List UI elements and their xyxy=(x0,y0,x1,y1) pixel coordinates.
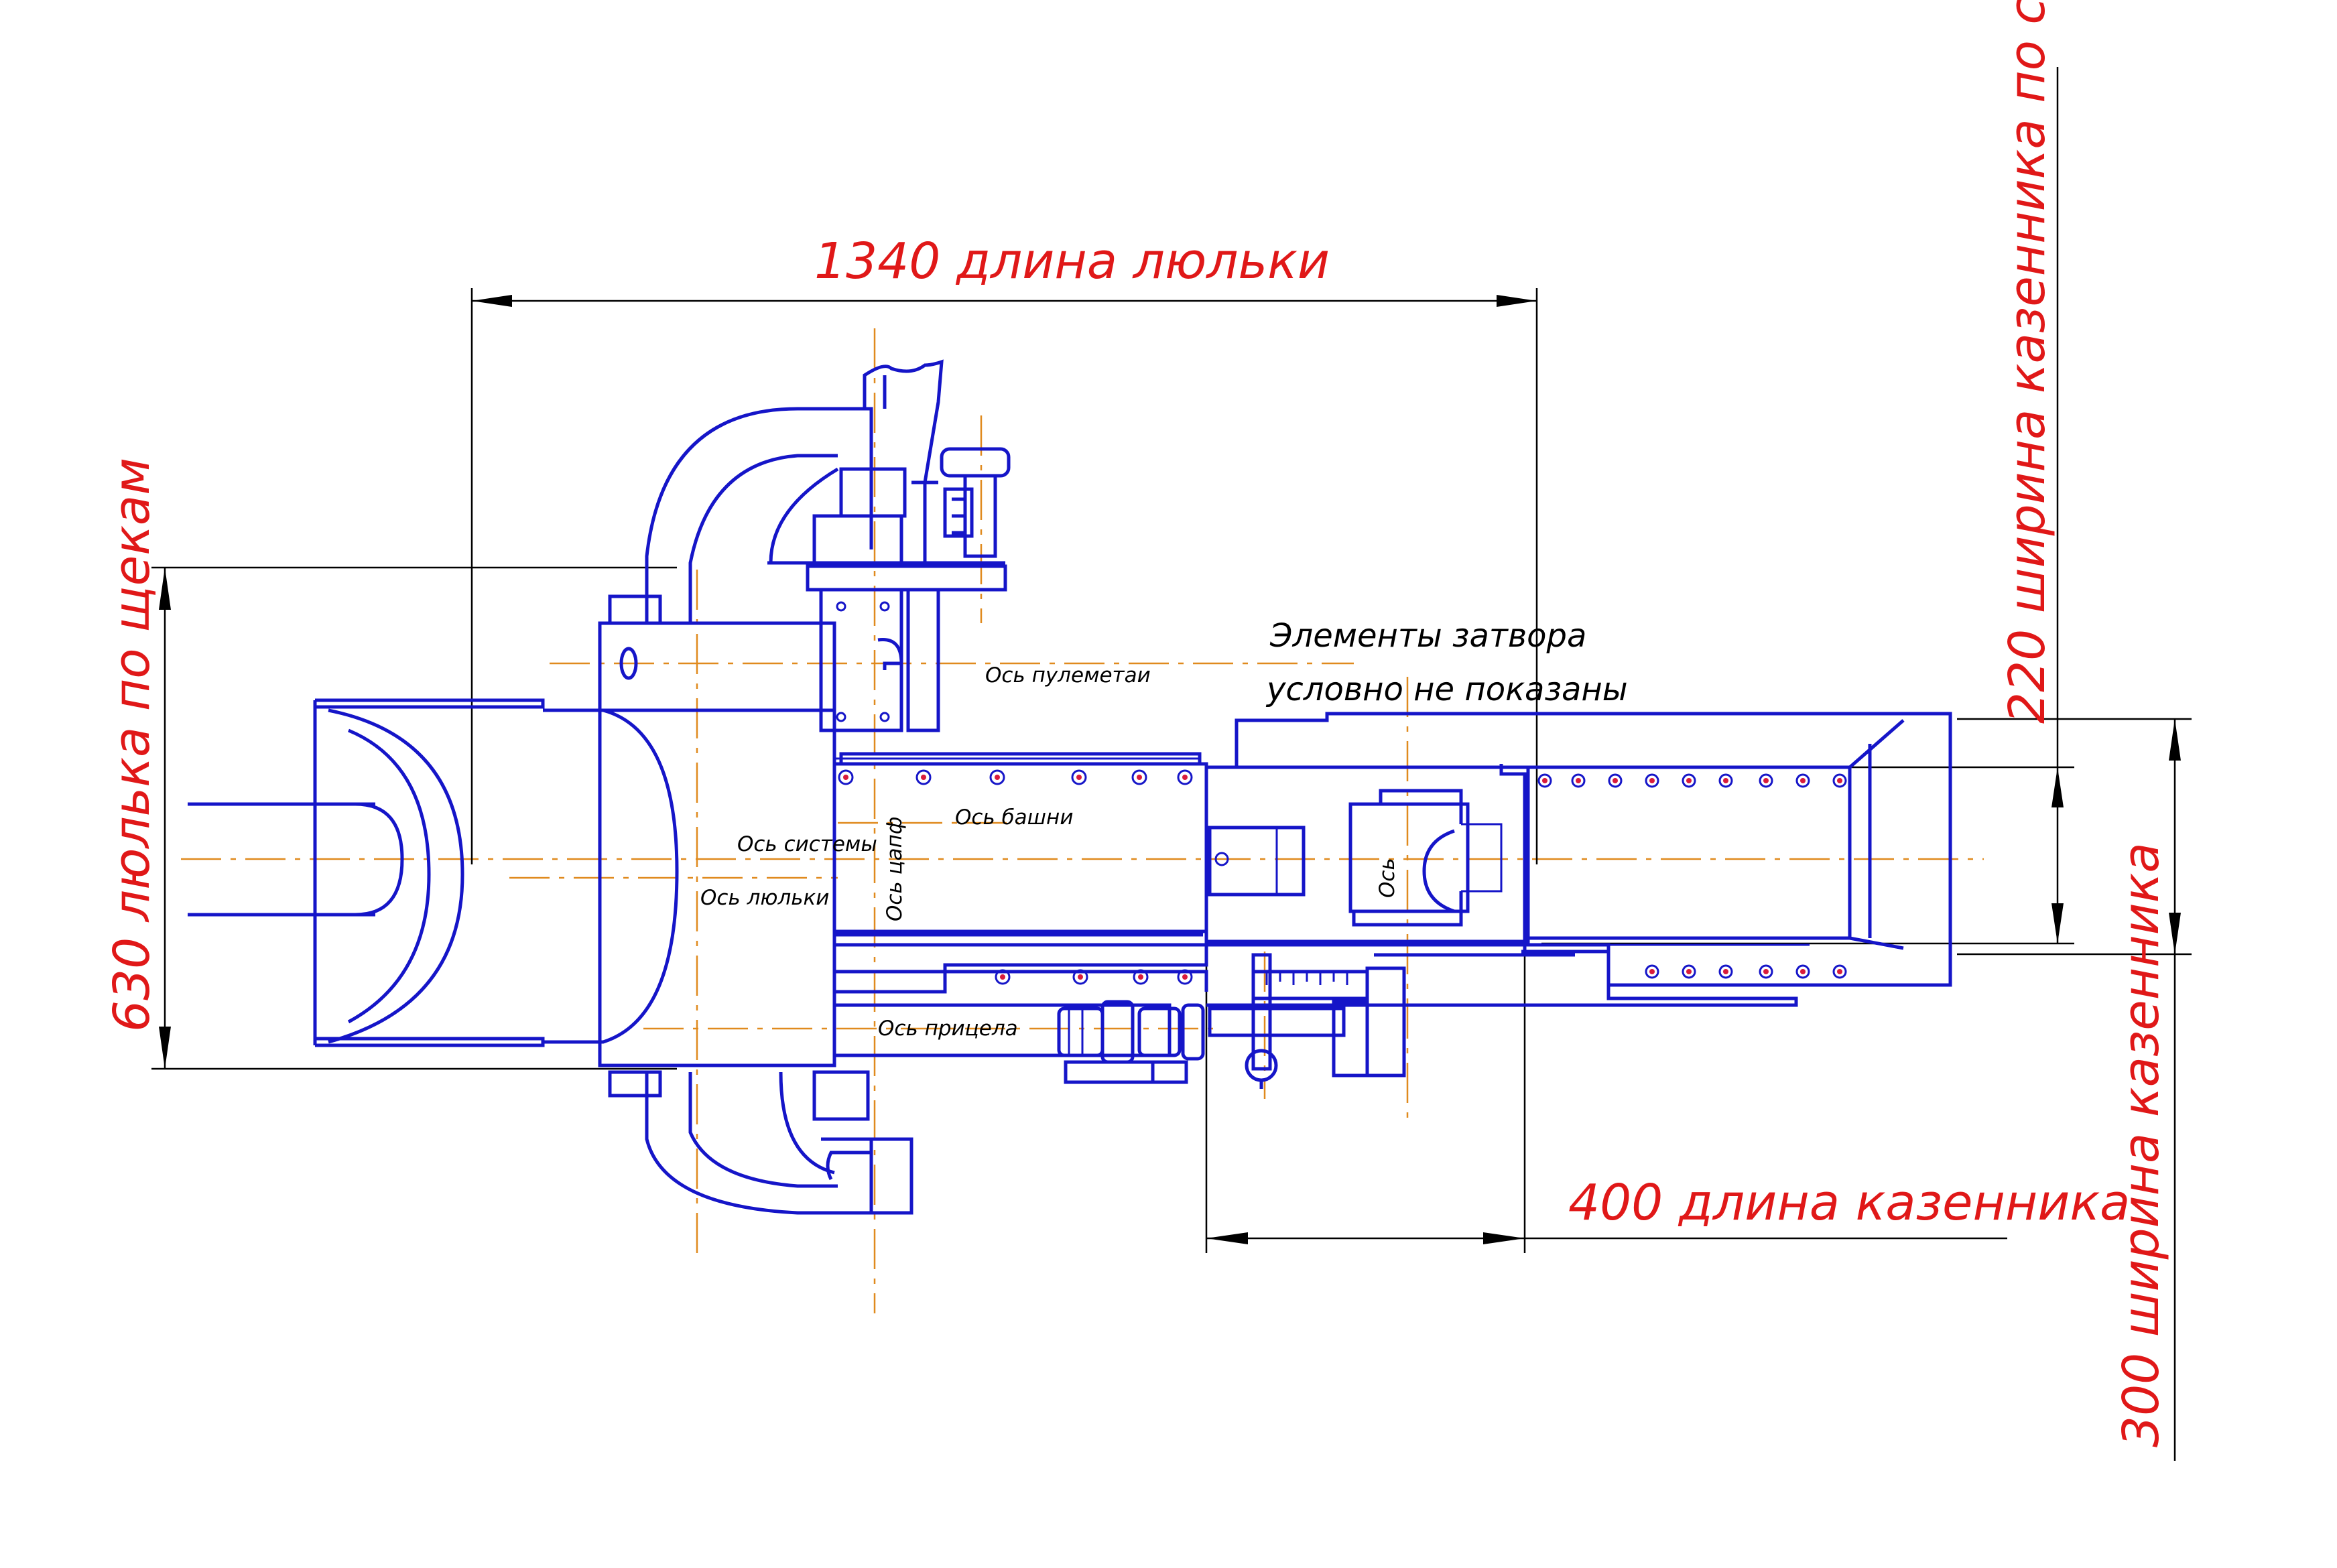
dim-arrow xyxy=(2051,767,2064,807)
lower-rivets xyxy=(995,969,1193,985)
system-axis-label: Ось системы xyxy=(737,832,877,856)
axis-labels: Ось пулеметаи Ось башни Ось системы Ось … xyxy=(700,663,1399,1041)
top-bracket xyxy=(812,359,944,565)
dim-arrow xyxy=(2169,913,2181,954)
gun-assembly xyxy=(188,359,1952,1215)
cradle-axis-label: Ось люльки xyxy=(700,886,829,910)
dim-630-label: 630 люлька по щекам xyxy=(103,458,161,1032)
upper-rivets xyxy=(834,757,1200,785)
dim-300-label: 300 ширина казенника xyxy=(2112,842,2170,1447)
dim-arrow xyxy=(2051,903,2064,943)
dim-400-label: 400 длина казенника xyxy=(1568,1174,2130,1232)
sight-assembly xyxy=(832,1000,1205,1084)
lower-cheek xyxy=(608,1070,913,1215)
trunnion-plate xyxy=(819,588,940,732)
axis-lines xyxy=(181,328,1984,1313)
trunnion-axis-label: Ось цапф xyxy=(883,817,907,921)
elevation-mechanism xyxy=(1208,953,1406,1089)
dim-220-label: 220 ширина казенника по скосу xyxy=(1999,0,2056,724)
upper-cheek xyxy=(608,407,1005,625)
sight-axis-label: Ось прицела xyxy=(878,1017,1018,1041)
dim-arrow xyxy=(1206,1232,1248,1244)
dim-arrow xyxy=(159,1027,171,1069)
dimension-labels: 1340 длина люльки 630 люлька по щекам 40… xyxy=(103,0,2170,1447)
dim-arrow xyxy=(472,295,512,307)
barrel xyxy=(188,802,404,917)
dim-arrow xyxy=(1483,1232,1525,1244)
rear-housing xyxy=(1525,719,1905,979)
dim-arrow xyxy=(1497,295,1537,307)
turret-axis-label: Ось башни xyxy=(955,805,1073,830)
lower-step xyxy=(1206,943,1798,1007)
note-line-1: Элементы затвора xyxy=(1269,617,1586,655)
machinegun-axis-label: Ось пулеметаи xyxy=(985,663,1151,688)
dim-1340-label: 1340 длина люльки xyxy=(814,233,1330,290)
notes: Элементы затвора условно не показаны xyxy=(1265,617,1628,708)
bolt-axis-label: Ось xyxy=(1375,858,1399,898)
front-mantlet xyxy=(313,698,545,1047)
dim-arrow xyxy=(2169,719,2181,761)
dim-arrow xyxy=(159,568,171,610)
note-line-2: условно не показаны xyxy=(1265,671,1628,708)
